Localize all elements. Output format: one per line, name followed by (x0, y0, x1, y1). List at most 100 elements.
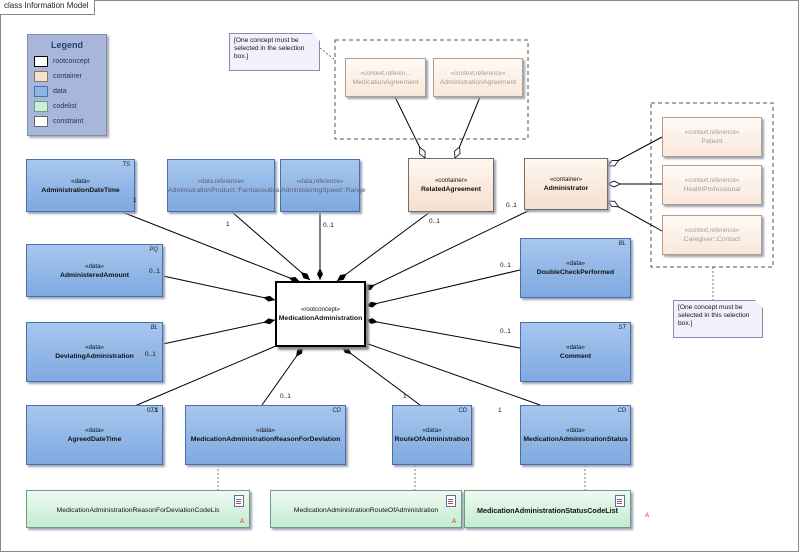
composition-deviating-administration (162, 318, 276, 345)
composition-administered-amount (162, 275, 276, 302)
legend-swatch (34, 71, 48, 82)
class-stereotype: «context,reference» (684, 177, 740, 184)
class-name: DoubleCheckPerformed (536, 269, 615, 276)
class-name: MedicationAdministrationStatus (523, 436, 628, 443)
administration-status-codelist[interactable]: MedicationAdministrationStatusCodeList (464, 490, 631, 528)
selection-note-agreements[interactable]: [One concept must be selected in the sel… (229, 33, 320, 71)
multiplicity-reason-for-deviation: 0..1 (280, 393, 291, 400)
multiplicity-agreed-date-time: 0..1 (147, 407, 158, 414)
class-name: Comment (559, 353, 592, 360)
codelist-document-icon (234, 495, 244, 507)
administration-product-class[interactable]: «data,reference» AdministrationProduct::… (167, 159, 305, 212)
deviating-administration-class[interactable]: BL «data» DeviatingAdministration (26, 322, 163, 382)
agreed-date-time-class[interactable]: TS «data» AgreedDateTime (26, 405, 163, 465)
class-name: DeviatingAdministration (55, 353, 134, 360)
class-name: MedicationAdministrationReasonForDeviati… (56, 506, 220, 514)
multiplicity-route-of-administration: 1 (403, 393, 407, 400)
class-name: MedicationAdministrationReasonForDeviati… (190, 436, 341, 443)
double-check-performed-class[interactable]: BL «data» DoubleCheckPerformed (520, 238, 631, 298)
legend-item-container: container (28, 69, 106, 84)
class-name: AdministrationProduct::FarmaceuticalProd… (168, 186, 305, 194)
class-stereotype: «context,referen... (360, 69, 411, 77)
abstract-flag: A (451, 519, 456, 525)
datatype-tag: TS (150, 408, 158, 414)
legend-swatch (34, 56, 48, 67)
composition-double-check-performed (365, 269, 521, 308)
multiplicity-administration-date-time: 1 (133, 197, 137, 204)
legend-item-rootconcept: rootconcept (28, 54, 106, 69)
class-stereotype: «data» (566, 260, 585, 267)
administration-status-class[interactable]: CD «data» MedicationAdministrationStatus (520, 405, 631, 465)
datatype-tag: BL (150, 325, 158, 331)
multiplicity-deviating-administration: 0..1 (145, 351, 156, 358)
legend-label: container (53, 73, 82, 80)
datatype-tag: CD (458, 408, 467, 414)
route-of-administration-codelist[interactable]: MedicationAdministrationRouteOfAdministr… (270, 490, 462, 528)
route-of-administration-class[interactable]: CD «data» RouteOfAdministration (392, 405, 472, 465)
class-name: AdministrationDateTime (41, 186, 120, 194)
aggregation-medication-agreement (394, 96, 426, 159)
legend-label: constraint (53, 118, 84, 125)
codelist-document-icon (615, 495, 625, 507)
datatype-tag: PQ (149, 247, 158, 253)
abstract-flag: A (645, 513, 650, 519)
composition-agreed-date-time (129, 339, 291, 409)
patient-class[interactable]: «context,reference» Patient (662, 117, 762, 157)
legend-item-constraint: constraint (28, 114, 106, 129)
legend-title: Legend (50, 40, 83, 50)
selection-box-administrators (650, 102, 774, 268)
legend-label: codelist (53, 103, 77, 110)
administration-agreement-class[interactable]: «context,reference» AdministrationAgreem… (433, 58, 523, 97)
composition-administration-date-time (111, 207, 301, 283)
medication-administration-root[interactable]: «rootconcept» MedicationAdministration (275, 281, 366, 347)
class-name: RelatedAgreement (420, 186, 482, 193)
datatype-tag: BL (618, 241, 626, 247)
multiplicity-administrator: 0..1 (506, 202, 517, 209)
legend-swatch (34, 86, 48, 97)
legend-swatch (34, 116, 48, 127)
legend-item-data: data (28, 84, 106, 99)
class-name: MedicationAdministrationRouteOfAdministr… (293, 506, 439, 514)
abstract-flag: A (239, 519, 244, 525)
related-agreement-class[interactable]: «container» RelatedAgreement (408, 158, 494, 212)
class-stereotype: «context,reference» (684, 227, 740, 234)
multiplicity-related-agreement: 0..1 (429, 218, 440, 225)
legend[interactable]: Legend rootconcept container data codeli… (27, 34, 107, 136)
class-stereotype: «data» (71, 177, 90, 185)
class-stereotype: «data» (85, 427, 104, 434)
class-stereotype: «data,reference» (197, 177, 245, 185)
reason-for-deviation-class[interactable]: CD «data» MedicationAdministrationReason… (185, 405, 346, 465)
comment-class[interactable]: ST «data» Comment (520, 322, 631, 382)
caregiver-contact-class[interactable]: «context,reference» Caregiver::Contact (662, 215, 762, 255)
health-professional-class[interactable]: «context,reference» HealthProfessional (662, 165, 762, 205)
administered-amount-class[interactable]: PQ «data» AdministeredAmount (26, 244, 163, 297)
class-name: RouteOfAdministration (394, 436, 470, 443)
selection-box-agreements (334, 39, 529, 140)
administering-speed-class[interactable]: «data,reference» AdministeringSpeed::Ran… (280, 159, 366, 212)
class-stereotype: «data,reference» (296, 177, 344, 185)
legend-label: data (53, 88, 67, 95)
reason-for-deviation-codelist[interactable]: MedicationAdministrationReasonForDeviati… (26, 490, 250, 528)
multiplicity-administration-status: 1 (498, 407, 502, 414)
administration-date-time-class[interactable]: TS «data» AdministrationDateTime (26, 159, 135, 212)
composition-related-agreement (336, 211, 431, 282)
note-link-agreements (319, 47, 336, 61)
class-stereotype: «container» (434, 177, 468, 184)
class-stereotype: «container» (549, 176, 583, 183)
codelist-document-icon (446, 495, 456, 507)
multiplicity-administered-amount: 0..1 (149, 268, 160, 275)
class-name: AdministeredAmount (59, 271, 130, 279)
class-name: Patient (701, 138, 723, 145)
administrator-class[interactable]: «container» Administrator (524, 158, 608, 210)
selection-note-administrators[interactable]: [One concept must be selected in this se… (673, 300, 763, 338)
composition-route-of-administration (341, 346, 421, 406)
medication-agreement-class[interactable]: «context,referen... MedicationAgreement (345, 58, 426, 97)
composition-administrator (363, 209, 531, 291)
class-stereotype: «context,reference» (450, 69, 506, 77)
class-name: AdministeringSpeed::Range (281, 186, 366, 194)
class-stereotype: «context,reference» (684, 129, 740, 136)
class-stereotype: «data» (422, 427, 442, 434)
class-stereotype: «data» (256, 427, 275, 434)
multiplicity-double-check-performed: 0..1 (500, 262, 511, 269)
